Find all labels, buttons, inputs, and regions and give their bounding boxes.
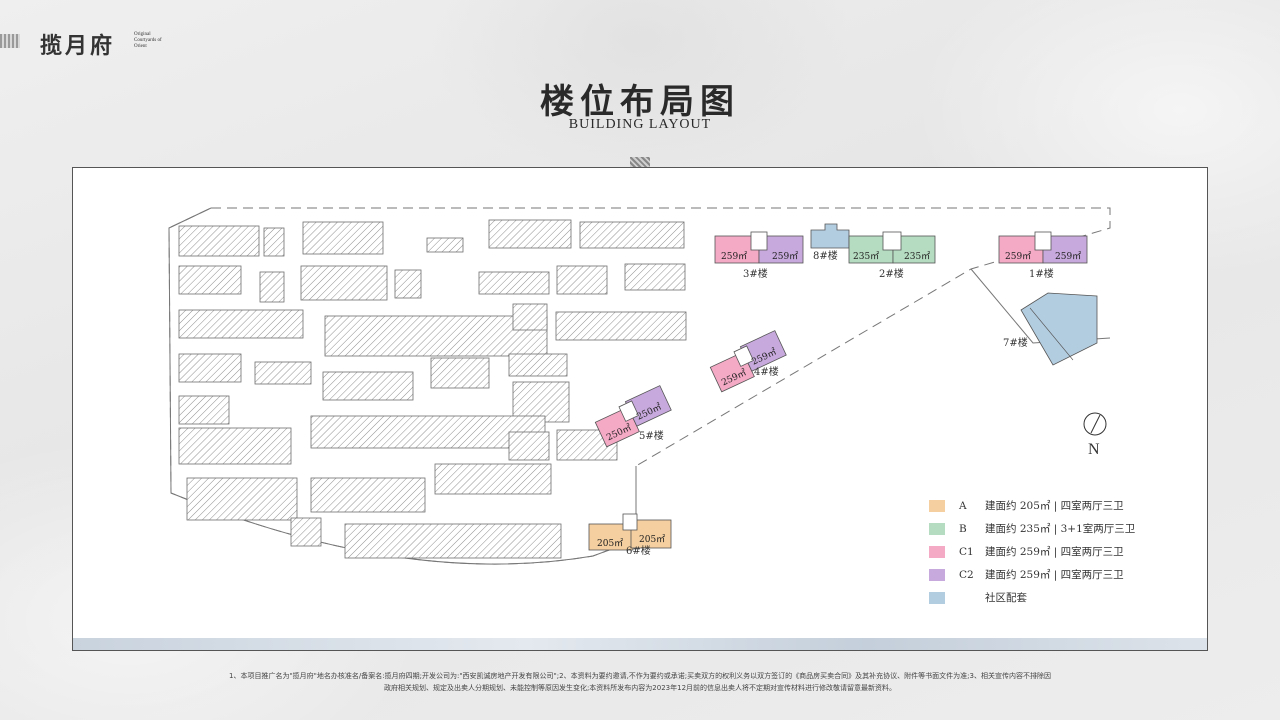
legend-item: C1 建面约 259㎡ | 四室两厅三卫 xyxy=(929,540,1135,563)
area-label: 259㎡ xyxy=(721,251,747,262)
building-label: 1#楼 xyxy=(1029,267,1054,280)
legend-swatch-a xyxy=(929,499,945,512)
existing-villa-blocks xyxy=(178,219,687,559)
villa-block xyxy=(508,431,550,461)
building-5[interactable]: 250㎡ 250㎡ xyxy=(593,385,674,448)
legend-text: 建面约 259㎡ | 四室两厅三卫 xyxy=(985,546,1124,558)
legend-code: A xyxy=(959,499,967,512)
legend-text: 社区配套 xyxy=(985,592,1027,604)
villa-block xyxy=(488,219,572,249)
building-8[interactable]: 8#楼 xyxy=(810,223,850,262)
villa-block xyxy=(302,221,384,255)
legend-swatch-c1 xyxy=(929,545,945,558)
villa-block xyxy=(310,477,426,513)
brand-logo: 揽月府 xyxy=(40,33,116,59)
page-title: 楼位布局图 xyxy=(540,82,740,122)
site-plan-map: 259㎡ 259㎡ 3#楼 8#楼 235㎡ 235㎡ 2#楼 259㎡ 259… xyxy=(168,207,1111,565)
legend-swatch-c2 xyxy=(929,568,945,581)
villa-block xyxy=(394,269,422,299)
legend-item: A 建面约 205㎡ | 四室两厅三卫 xyxy=(929,494,1135,517)
villa-block xyxy=(178,395,230,425)
community-facility xyxy=(1020,292,1098,366)
building-label: 6#楼 xyxy=(626,544,651,557)
legend-code: C1 xyxy=(959,545,974,558)
area-label: 259㎡ xyxy=(772,251,798,262)
villa-block xyxy=(186,477,298,521)
building-label: 2#楼 xyxy=(879,267,904,280)
legend-text: 建面约 205㎡ | 四室两厅三卫 xyxy=(985,500,1124,512)
legend-swatch-community xyxy=(929,591,945,604)
villa-block xyxy=(300,265,388,301)
villa-block xyxy=(556,265,608,295)
page-subtitle: BUILDING LAYOUT xyxy=(568,117,712,132)
site-plan-panel: 259㎡ 259㎡ 3#楼 8#楼 235㎡ 235㎡ 2#楼 259㎡ 259… xyxy=(72,167,1208,651)
brand-logo-subtitle: Original Courtyards of Orient xyxy=(134,32,162,49)
villa-block xyxy=(430,357,490,389)
villa-block xyxy=(344,523,562,559)
villa-block xyxy=(624,263,686,291)
legend-item: B 建面约 235㎡ | 3+1室两厅三卫 xyxy=(929,517,1135,540)
logo-mark-icon xyxy=(0,34,20,48)
building-1[interactable]: 259㎡ 259㎡ 1#楼 xyxy=(998,231,1088,280)
disclaimer-line-1: 1、本项目推广名为"揽月府"地名办核准名/备案名:揽月府四期;开发公司为:"西安… xyxy=(229,672,1051,680)
villa-block xyxy=(508,353,568,377)
villa-block xyxy=(178,225,260,257)
villa-block xyxy=(178,353,242,383)
area-label: 235㎡ xyxy=(853,251,879,262)
core xyxy=(622,513,638,531)
legend-code: C2 xyxy=(959,568,974,581)
legend-item: C2 建面约 259㎡ | 四室两厅三卫 xyxy=(929,563,1135,586)
building-5-label: 5#楼 xyxy=(639,429,664,442)
villa-block xyxy=(259,271,285,303)
villa-block xyxy=(178,265,242,295)
building-label: 7#楼 xyxy=(1003,336,1028,349)
unit-a xyxy=(630,519,672,549)
building-4[interactable]: 259㎡ 259㎡ xyxy=(708,330,789,393)
building-7[interactable]: 7#楼 xyxy=(1003,292,1098,366)
compass-icon: N xyxy=(1083,412,1107,457)
villa-block xyxy=(178,309,304,339)
building-4-label: 4#楼 xyxy=(754,365,779,378)
building-3[interactable]: 259㎡ 259㎡ 3#楼 xyxy=(714,231,804,280)
building-6[interactable]: 205㎡ 205㎡ 6#楼 xyxy=(588,513,672,557)
compass-north-label: N xyxy=(1088,441,1100,457)
legend-text: 建面约 259㎡ | 四室两厅三卫 xyxy=(985,569,1124,581)
area-label: 205㎡ xyxy=(639,534,665,545)
area-label: 259㎡ xyxy=(1005,251,1031,262)
core xyxy=(618,400,639,422)
area-label: 259㎡ xyxy=(1055,251,1081,262)
villa-block xyxy=(178,427,292,465)
villa-block xyxy=(290,517,322,547)
villa-block xyxy=(478,271,550,295)
area-label: 205㎡ xyxy=(597,538,623,549)
villa-block xyxy=(324,315,548,357)
villa-block xyxy=(310,415,546,449)
villa-block xyxy=(254,361,312,385)
legend-swatch-b xyxy=(929,522,945,535)
core xyxy=(1034,231,1052,251)
legal-disclaimer: 1、本项目推广名为"揽月府"地名办核准名/备案名:揽月府四期;开发公司为:"西安… xyxy=(0,670,1280,694)
legend-text: 建面约 235㎡ | 3+1室两厅三卫 xyxy=(985,523,1136,535)
villa-block xyxy=(512,303,548,331)
villa-block xyxy=(434,463,552,495)
villa-block xyxy=(263,227,285,257)
villa-block xyxy=(555,311,687,341)
community-facility xyxy=(810,223,850,249)
villa-block xyxy=(322,371,414,401)
core xyxy=(733,345,754,367)
legend-item: 社区配套 xyxy=(929,586,1135,609)
unit-type-legend: A 建面约 205㎡ | 四室两厅三卫 B 建面约 235㎡ | 3+1室两厅三… xyxy=(929,494,1135,609)
building-label: 8#楼 xyxy=(813,249,838,262)
core xyxy=(750,231,768,251)
area-label: 235㎡ xyxy=(904,251,930,262)
panel-footer-band xyxy=(73,638,1207,650)
legend-code: B xyxy=(959,522,967,535)
disclaimer-line-2: 政府相关规划、规定及出卖人分期规划、未能控制等原因发生变化;本资料所发布内容为2… xyxy=(383,684,897,692)
villa-block xyxy=(426,237,464,253)
building-label: 3#楼 xyxy=(743,267,768,280)
core xyxy=(882,231,902,251)
villa-block xyxy=(579,221,685,249)
building-2[interactable]: 235㎡ 235㎡ 2#楼 xyxy=(848,231,936,280)
